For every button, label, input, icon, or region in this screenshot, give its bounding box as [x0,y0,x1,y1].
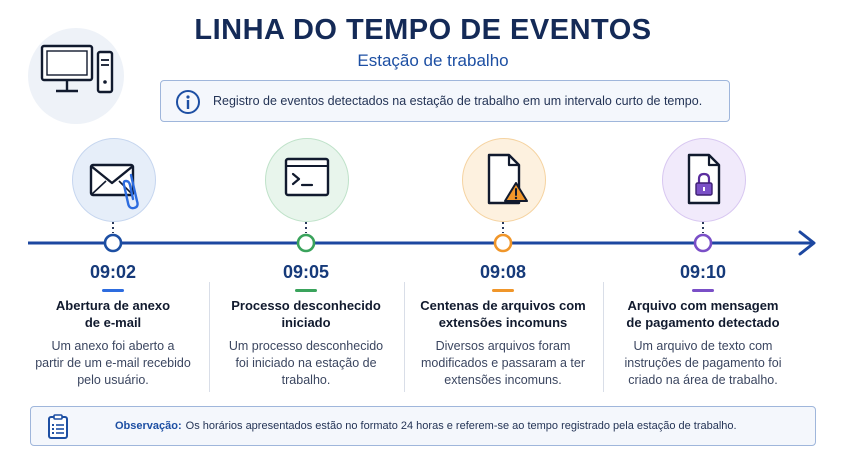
event-3-icon-badge [462,138,546,222]
info-text: Registro de eventos detectados na estaçã… [213,94,703,108]
note-banner: Observação:Os horários apresentados estã… [30,406,816,446]
workstation-badge [28,28,124,124]
event-3-description: Diversos arquivos foram modificados e pa… [421,339,585,387]
timeline-node-2 [296,233,316,253]
column-divider-1 [209,282,210,392]
event-3-time: 09:08 [479,262,527,282]
event-2-description: Um processo desconhecido foi iniciado na… [228,339,384,387]
desktop-computer-icon [40,44,114,94]
email-attachment-icon [89,163,139,210]
column-divider-3 [603,282,604,392]
event-2-icon-badge [265,138,349,222]
event-1-time: 09:02 [89,262,137,282]
note-text: Observação:Os horários apresentados estã… [115,420,737,432]
terminal-icon [284,157,330,197]
event-4-description: Um arquivo de texto com instruções de pa… [624,339,782,387]
info-banner: Registro de eventos detectados na estaçã… [160,80,730,122]
event-4-icon-badge [662,138,746,222]
page-title: LINHA DO TEMPO DE EVENTOS [194,14,652,46]
file-warning-icon [487,153,528,205]
page-subtitle: Estação de trabalho [357,51,509,70]
info-icon [176,90,200,114]
event-1-description: Um anexo foi aberto a partir de um e-mai… [35,339,191,387]
event-2-title: Processo desconhecido iniciado [231,298,381,330]
event-4-accent-bar [692,289,714,292]
timeline [28,212,816,256]
event-4-time: 09:10 [679,262,727,282]
column-divider-2 [404,282,405,392]
timeline-arrow-icon [798,230,816,256]
event-2-accent-bar [295,289,317,292]
event-1-title: Abertura de anexo de e-mail [55,298,171,330]
event-4-title: Arquivo com mensagem de pagamento detect… [626,298,780,330]
timeline-node-3 [493,233,513,253]
event-1-icon-badge [72,138,156,222]
note-body: Os horários apresentados estão no format… [185,420,737,432]
clipboard-icon [48,414,68,439]
timeline-node-4 [693,233,713,253]
note-label: Observação: [115,420,182,432]
event-2-time: 09:05 [282,262,330,282]
event-3-title: Centenas de arquivos com extensões incom… [420,298,586,330]
event-1-accent-bar [102,289,124,292]
event-3-accent-bar [492,289,514,292]
file-lock-icon [687,153,721,205]
timeline-node-1 [103,233,123,253]
